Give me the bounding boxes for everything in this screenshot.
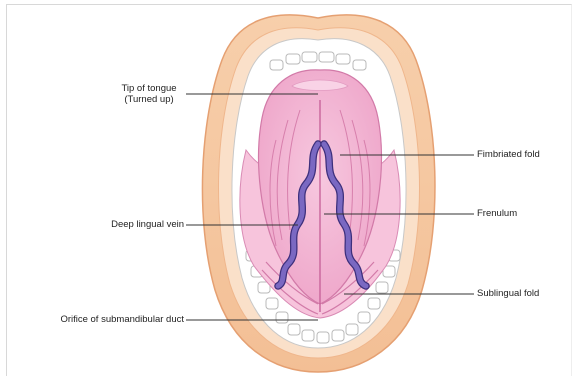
label-deep-lingual-vein: Deep lingual vein <box>60 219 184 230</box>
label-tip-of-tongue: Tip of tongue (Turned up) <box>104 83 194 105</box>
label-tip-line2: (Turned up) <box>104 94 194 105</box>
label-orifice-submandibular-duct: Orifice of submandibular duct <box>20 314 184 325</box>
label-fimbriated-fold: Fimbriated fold <box>477 149 540 160</box>
label-sublingual-fold: Sublingual fold <box>477 288 539 299</box>
label-frenulum: Frenulum <box>477 208 517 219</box>
label-tip-line1: Tip of tongue <box>104 83 194 94</box>
